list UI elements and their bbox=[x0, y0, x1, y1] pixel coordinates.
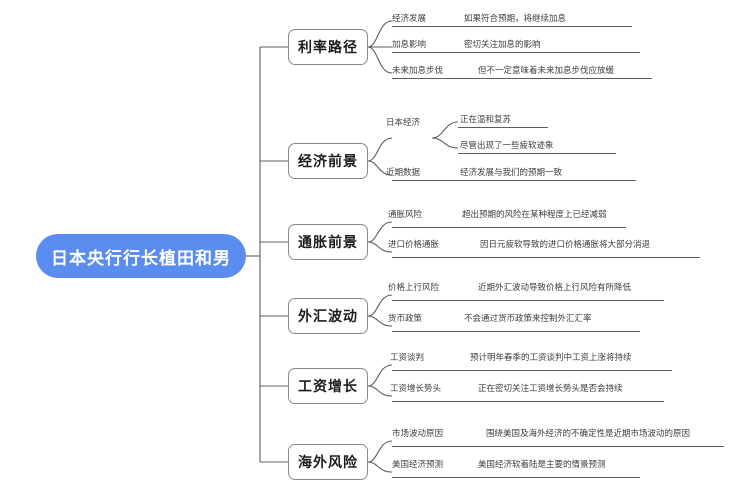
leaf-label[interactable]: 近期外汇波动导致价格上行风险有所降低 bbox=[478, 282, 632, 292]
leaf-label[interactable]: 但不一定意味着未来加息步伐应放缓 bbox=[478, 65, 615, 75]
b5-curve-2 bbox=[367, 385, 393, 397]
leaf-label[interactable]: 不会通过货币政策来控制外汇汇率 bbox=[464, 313, 592, 323]
topic-label[interactable]: 进口价格通胀 bbox=[388, 239, 440, 249]
topic-label[interactable]: 近期数据 bbox=[386, 167, 421, 177]
root-node-label: 日本央行行长植田和男 bbox=[51, 248, 231, 268]
b2-sub-curve-1 bbox=[431, 121, 459, 139]
leaf-label[interactable]: 美国经济软着陆是主要的情景预测 bbox=[478, 459, 606, 469]
branch-label: 海外风险 bbox=[298, 454, 358, 470]
branch-label: 经济前景 bbox=[298, 153, 358, 169]
branch-node-economic-outlook[interactable]: 经济前景 bbox=[288, 143, 368, 179]
branch-label: 利率路径 bbox=[298, 39, 358, 55]
topic-label[interactable]: 市场波动原因 bbox=[392, 428, 444, 438]
b1-curve-1 bbox=[367, 20, 393, 48]
leaf-label[interactable]: 经济发展与我们的预期一致 bbox=[460, 167, 563, 177]
topic-label[interactable]: 价格上行风险 bbox=[388, 282, 440, 292]
branch-node-wage-growth[interactable]: 工资增长 bbox=[288, 368, 368, 404]
b1-curve-3 bbox=[367, 46, 393, 74]
b2-sub-curve-2 bbox=[431, 137, 459, 149]
branch-node-interest-rate-path[interactable]: 利率路径 bbox=[288, 29, 368, 65]
leaf-label[interactable]: 正在密切关注工资增长势头是否会持续 bbox=[478, 383, 623, 393]
leaf-label[interactable]: 因日元疲软导致的进口价格通胀将大部分消退 bbox=[480, 239, 651, 249]
topic-label[interactable]: 货币政策 bbox=[388, 313, 423, 323]
branch-node-inflation-outlook[interactable]: 通胀前景 bbox=[288, 224, 368, 260]
branch-label: 工资增长 bbox=[298, 378, 358, 394]
leaf-label[interactable]: 正在温和复苏 bbox=[460, 114, 512, 124]
topic-label[interactable]: 工资谈判 bbox=[390, 352, 425, 362]
b6-curve-1 bbox=[367, 440, 393, 463]
topic-label[interactable]: 日本经济 bbox=[386, 117, 421, 127]
leaf-label[interactable]: 超出预期的风险在某种程度上已经减弱 bbox=[462, 209, 607, 219]
topic-label[interactable]: 未来加息步伐 bbox=[392, 65, 444, 75]
leaf-label[interactable]: 围绕美国及海外经济的不确定性是近期市场波动的原因 bbox=[486, 428, 691, 438]
topic-label[interactable]: 通胀风险 bbox=[388, 209, 423, 219]
leaf-label[interactable]: 预计明年春季的工资谈判中工资上涨将持续 bbox=[470, 352, 632, 362]
topic-label[interactable]: 加息影响 bbox=[392, 39, 427, 49]
leaf-label-secondary[interactable]: 尽管出现了一些疲软迹象 bbox=[460, 140, 554, 150]
topic-label[interactable]: 经济发展 bbox=[392, 13, 427, 23]
branch-node-overseas-risk[interactable]: 海外风险 bbox=[288, 444, 368, 480]
branch-label: 外汇波动 bbox=[298, 308, 358, 324]
b2-curve-1 bbox=[367, 137, 393, 162]
b6-curve-2 bbox=[367, 461, 393, 473]
branch-node-fx-volatility[interactable]: 外汇波动 bbox=[288, 298, 368, 334]
topic-label[interactable]: 工资增长势头 bbox=[390, 383, 442, 393]
branch-label: 通胀前景 bbox=[298, 234, 358, 250]
b5-curve-1 bbox=[367, 364, 393, 387]
leaf-label[interactable]: 如果符合预期，将继续加息 bbox=[464, 13, 567, 23]
leaf-label[interactable]: 密切关注加息的影响 bbox=[464, 39, 541, 49]
root-node[interactable]: 日本央行行长植田和男 bbox=[36, 234, 246, 278]
topic-label[interactable]: 美国经济预测 bbox=[392, 459, 444, 469]
